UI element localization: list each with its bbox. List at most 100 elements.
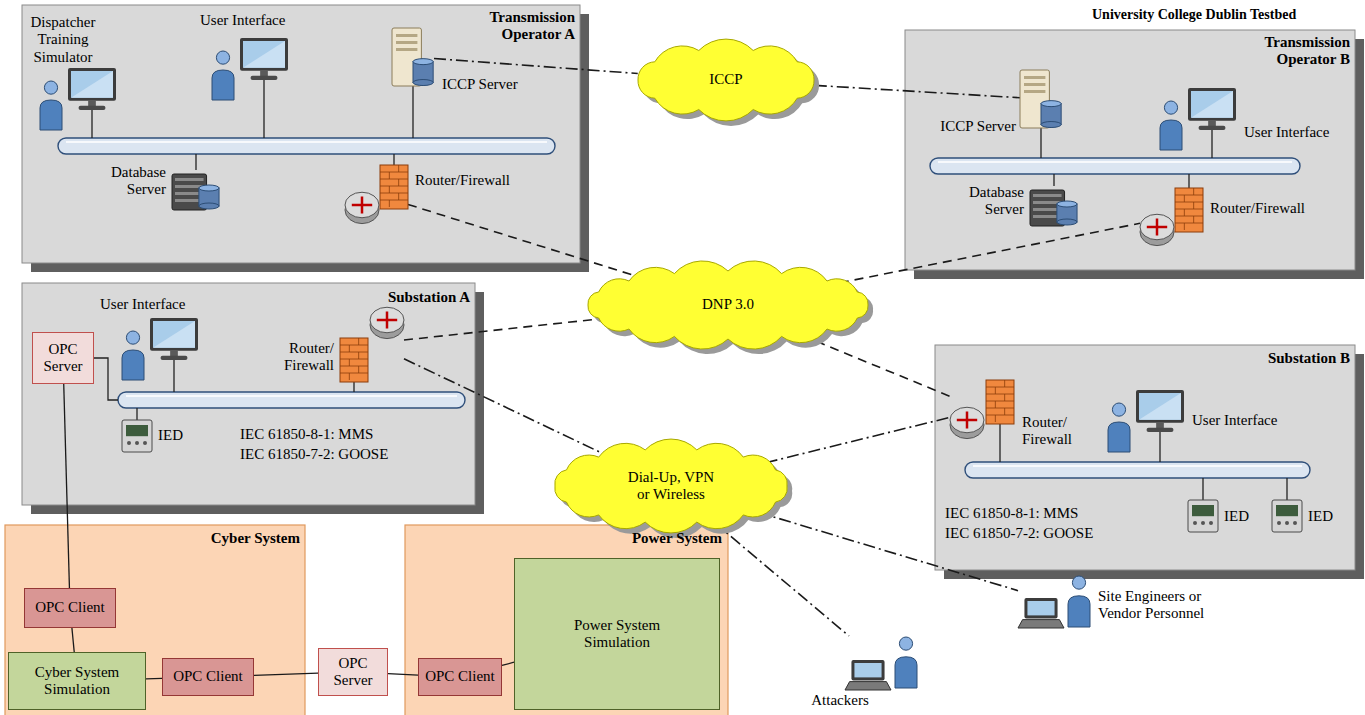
- node-label: Dispatcher Training Simulator: [31, 14, 96, 65]
- node-label: IED: [1308, 508, 1333, 524]
- text-holder: Substation A: [360, 289, 470, 306]
- text-holder: Dispatcher Training Simulator: [18, 14, 108, 66]
- dbserver-icon: [1030, 190, 1077, 226]
- text-holder: OPC Client: [25, 589, 115, 627]
- text-holder: Transmission Operator A: [455, 9, 575, 44]
- network-cloud: DNP 3.0: [578, 262, 878, 348]
- connector: [146, 678, 162, 680]
- text-holder: Substation B: [1238, 350, 1350, 367]
- node-label: Router/ Firewall: [284, 340, 334, 373]
- panel-title: Cyber System: [211, 530, 300, 546]
- text-holder: Cyber System: [170, 530, 300, 547]
- person-icon: [40, 81, 62, 130]
- text-holder: IEC 61850-7-2: GOOSE: [945, 525, 1093, 542]
- bus-wire: [999, 424, 1000, 462]
- process-box: OPC Client: [418, 658, 502, 696]
- text-holder: Database Server: [956, 184, 1024, 219]
- system-panel: Substation A User InterfaceOPC Server Rout…: [22, 283, 475, 505]
- protocol-label: IEC 61850-7-2: GOOSE: [240, 446, 388, 462]
- node-label: User Interface: [1244, 124, 1329, 140]
- bus-wire: [1211, 130, 1212, 158]
- network-cloud: ICCP: [628, 40, 824, 120]
- device-picture: [392, 28, 434, 86]
- device-picture: [1030, 186, 1078, 226]
- text-holder: IEC 61850-8-1: MMS: [240, 426, 373, 443]
- device-icon: User Interface: [1108, 390, 1184, 452]
- dbserver-icon: [172, 174, 219, 210]
- panel-title: Substation B: [1268, 350, 1350, 366]
- protocol-label: IEC 61850-8-1: MMS: [945, 505, 1078, 521]
- node-label: User Interface: [1192, 412, 1277, 428]
- panel-title: Transmission Operator B: [1264, 34, 1350, 67]
- monitor-icon: [240, 38, 288, 80]
- text-holder: Dial-Up, VPN or Wireless: [545, 440, 797, 532]
- node-label: User Interface: [200, 12, 285, 28]
- text-holder: Power System Simulation: [515, 559, 719, 709]
- text-holder: OPC Server: [33, 333, 93, 383]
- connector: [404, 359, 604, 454]
- device-icon: ICCP Server: [392, 28, 434, 86]
- text-holder: IED: [1308, 508, 1348, 525]
- system-panel-fill: [5, 525, 305, 715]
- process-box: Cyber System Simulation: [8, 652, 146, 710]
- connector: [388, 674, 418, 675]
- system-panel: Power SystemOPC ClientPower System Simul…: [405, 525, 728, 715]
- node-label: IED: [1224, 508, 1249, 524]
- connector: [72, 628, 74, 652]
- bus-wire: [173, 360, 174, 392]
- connector: [254, 673, 318, 675]
- node-label: ICCP Server: [442, 76, 518, 92]
- node-label: OPC Client: [425, 668, 495, 685]
- bus-wire: [412, 86, 413, 138]
- device-picture: [122, 318, 198, 380]
- process-box: OPC Client: [162, 658, 254, 696]
- node-label: Database Server: [111, 164, 166, 197]
- monitor-icon: [1136, 390, 1184, 432]
- device-picture: [1160, 88, 1236, 150]
- process-box: OPC Server: [32, 332, 94, 384]
- system-panel-fill: [405, 525, 728, 715]
- node-label: OPC Server: [323, 655, 383, 690]
- text-holder: OPC Client: [163, 659, 253, 695]
- network-bus: [118, 392, 465, 408]
- text-holder: ICCP Server: [918, 118, 1016, 135]
- device-picture: [845, 636, 917, 690]
- node-label: Router/Firewall: [1210, 200, 1305, 216]
- bus-highlight: [973, 465, 1302, 467]
- node-label: OPC Client: [173, 668, 243, 685]
- person-icon: [122, 331, 144, 380]
- person-icon: [1160, 101, 1182, 150]
- node-label: Cyber System Simulation: [13, 664, 141, 699]
- person-icon: [895, 637, 917, 688]
- device-picture: [345, 165, 408, 224]
- bus-wire: [263, 80, 264, 138]
- text-holder: Attackers: [800, 692, 880, 709]
- device-picture: [340, 305, 404, 382]
- cloud-outline: [555, 439, 787, 533]
- protocol-label: IEC 61850-8-1: MMS: [240, 426, 373, 442]
- bus-highlight: [938, 161, 1292, 163]
- bus-highlight: [126, 395, 457, 397]
- network-bus: [930, 158, 1300, 174]
- laptop-icon: [845, 660, 891, 690]
- protocol-label: IEC 61850-7-2: GOOSE: [945, 525, 1093, 541]
- bus-wire: [94, 358, 118, 400]
- text-holder: DNP 3.0: [578, 262, 878, 348]
- device-picture: [172, 170, 220, 210]
- bus-wire: [1202, 478, 1203, 500]
- connector: [802, 336, 950, 397]
- text-holder: Router/ Firewall: [272, 340, 334, 375]
- node-label: User Interface: [100, 296, 185, 312]
- bus-wire: [91, 110, 92, 138]
- device-icon: User Interface: [212, 38, 288, 100]
- laptop-icon: [1018, 598, 1064, 628]
- bus-highlight: [66, 141, 547, 143]
- diagram-title: University College Dublin Testbed: [1092, 7, 1296, 22]
- connector: [434, 59, 638, 74]
- node-label: Router/Firewall: [415, 172, 510, 188]
- server-icon: [392, 28, 433, 86]
- device-picture: [1140, 188, 1203, 246]
- node-label: Attackers: [811, 692, 868, 708]
- connector: [714, 522, 849, 636]
